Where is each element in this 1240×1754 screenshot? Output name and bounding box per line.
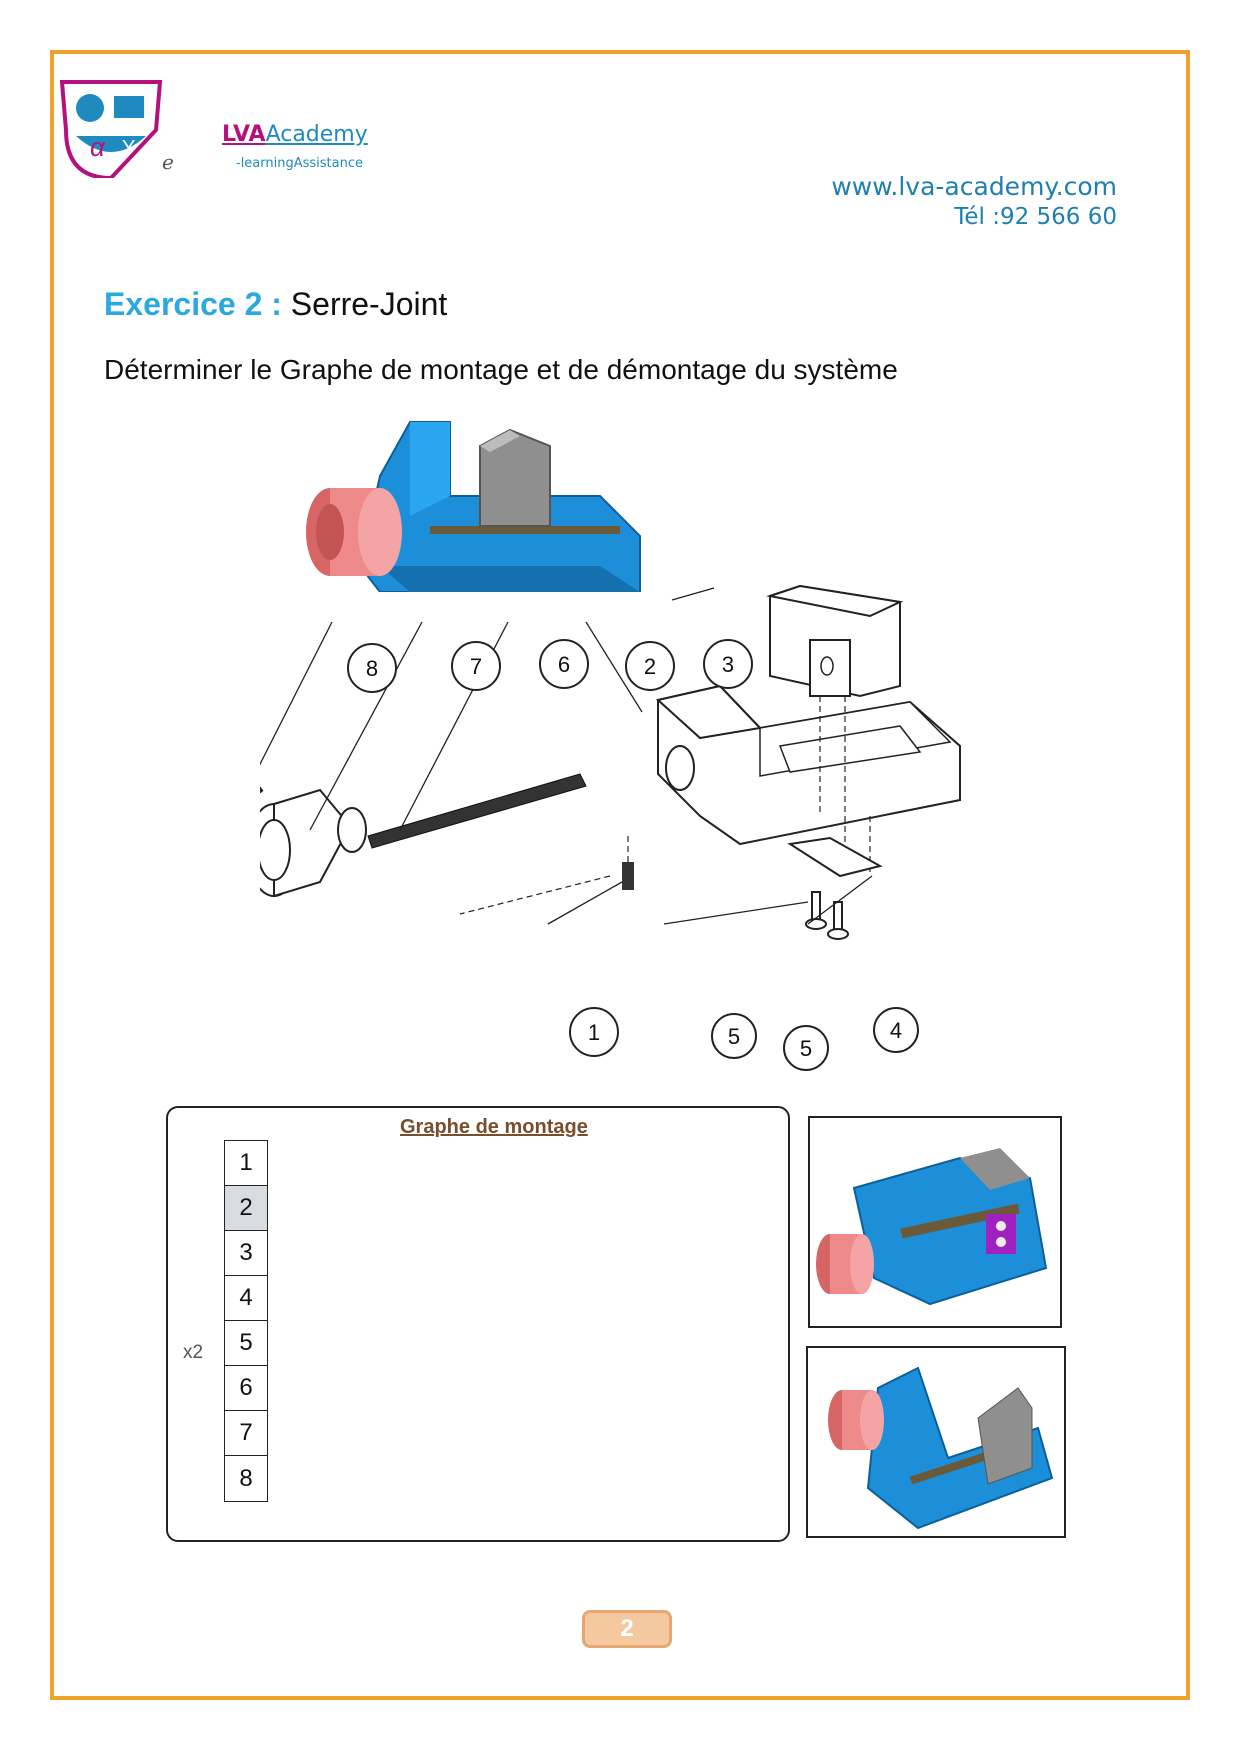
callout-1: 1 [588, 1020, 600, 1045]
lva-logo: α Y [59, 80, 163, 178]
multiplier-label: x2 [183, 1342, 204, 1363]
brand-name: LVAAcademy [222, 122, 368, 147]
page-frame [50, 50, 1190, 1700]
assembly-graph-title: Graphe de montage [400, 1116, 588, 1138]
part-cell-highlighted: 2 [225, 1186, 267, 1231]
callout-5a: 5 [728, 1024, 740, 1049]
logo-letter: e [162, 150, 174, 174]
chat-icon [76, 94, 104, 122]
callout-3: 3 [722, 652, 734, 677]
exercise-title: Exercice 2 : Serre-Joint [104, 286, 448, 322]
exercise-instruction: Déterminer le Graphe de montage et de dé… [104, 354, 898, 385]
parts-list: 1 2 3 4 5 6 7 8 [224, 1140, 268, 1502]
vise-photo-bottom-view [808, 1116, 1062, 1328]
part-2-body [655, 684, 961, 846]
brand-tagline: -learningAssistance [236, 156, 363, 171]
callout-4: 4 [890, 1018, 902, 1043]
part-cell: 3 [225, 1231, 267, 1276]
part-cell: 7 [225, 1411, 267, 1456]
part-cell: 1 [225, 1141, 267, 1186]
part-cell: 8 [239, 1464, 253, 1492]
part-4-plate [787, 836, 883, 878]
part-1-set-screw [622, 862, 634, 890]
y-icon: Y [122, 137, 135, 159]
part-7-knob [260, 788, 367, 898]
part-3-jaw [766, 584, 904, 698]
part-cell: 6 [225, 1366, 267, 1411]
part-cell: 5 [225, 1321, 267, 1366]
part-cell: 4 [225, 1276, 267, 1321]
callout-6: 6 [558, 652, 570, 677]
website-link[interactable]: www.lva-academy.com [831, 172, 1117, 201]
book-icon [114, 96, 144, 118]
alpha-icon: α [90, 132, 106, 162]
callout-5b: 5 [800, 1036, 812, 1061]
phone-number: Tél :92 566 60 [954, 204, 1117, 230]
callout-8: 8 [366, 656, 378, 681]
assembly-graph-box [166, 1106, 790, 1542]
part-6-threaded-rod [367, 773, 587, 849]
part-8-pin [260, 786, 264, 794]
assembled-vise-image [306, 421, 641, 592]
exploded-view-diagram: 8 7 6 2 3 1 5 5 4 [260, 584, 961, 1071]
vise-photo-top-view [806, 1346, 1066, 1538]
page-number: 2 [582, 1610, 672, 1648]
callout-2: 2 [644, 654, 656, 679]
part-5-screws [805, 891, 849, 940]
callout-7: 7 [470, 654, 482, 679]
